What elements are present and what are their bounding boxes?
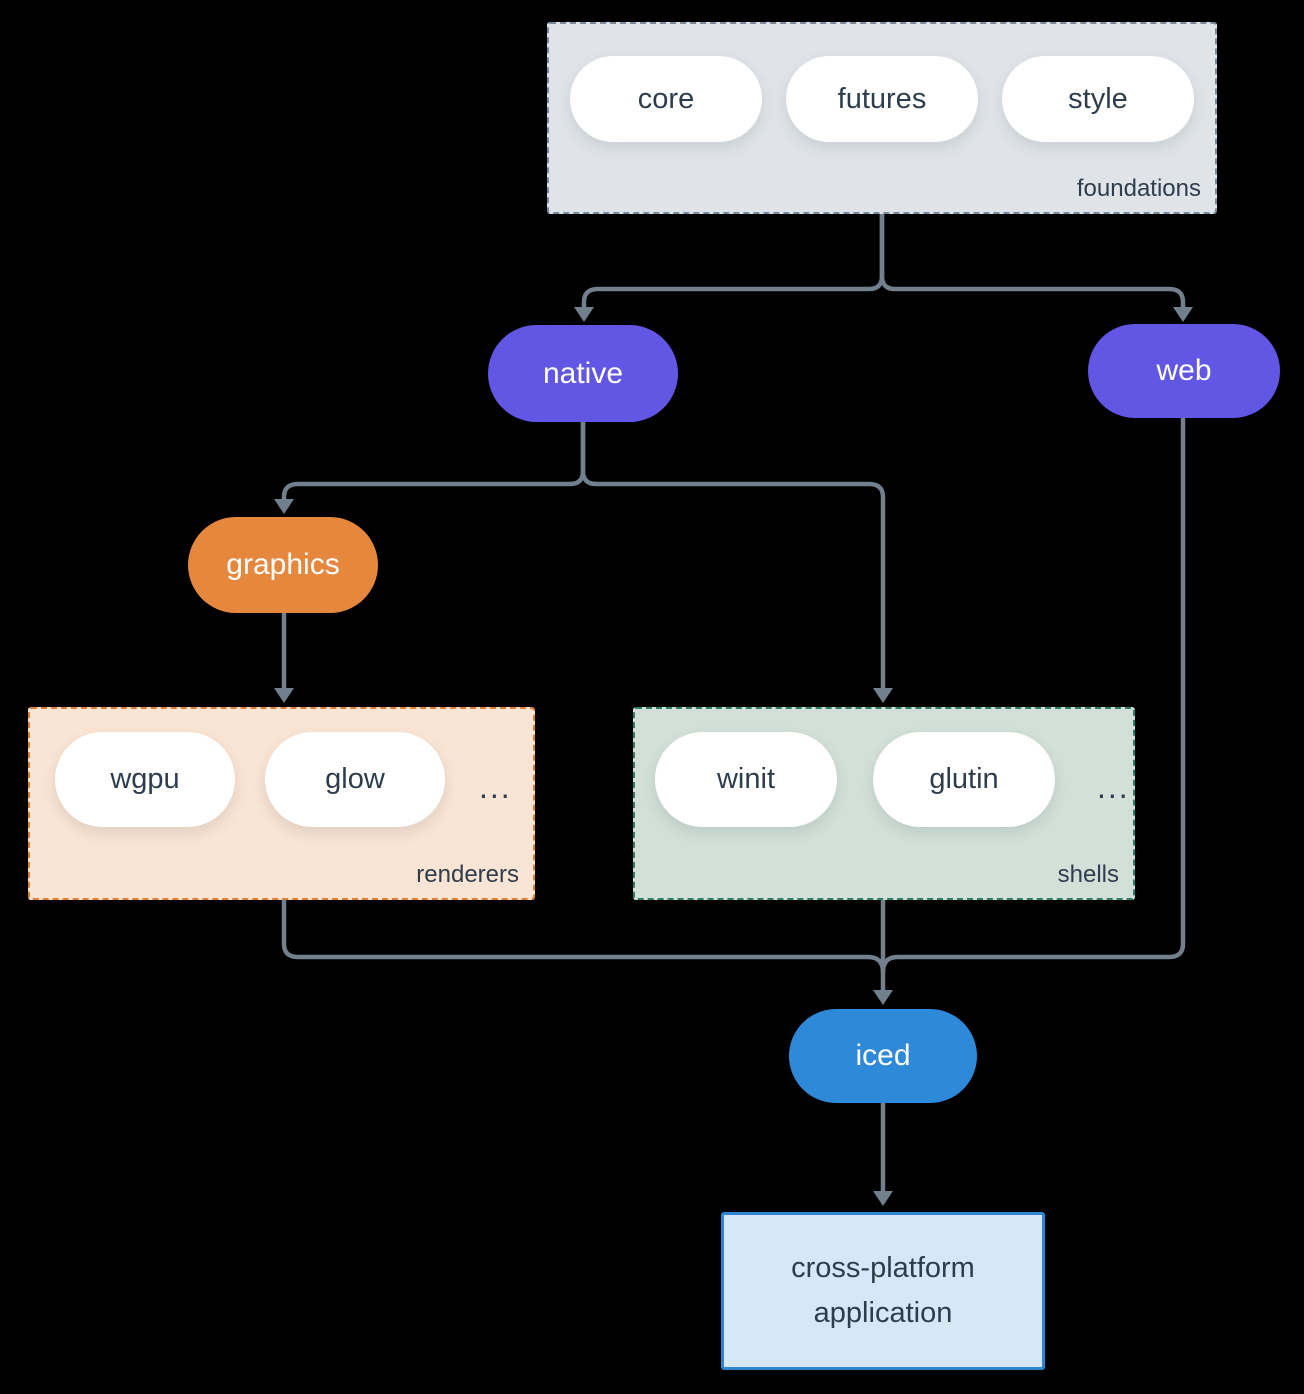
node-style: style — [1002, 56, 1194, 142]
edge-native-graphics — [281, 422, 586, 499]
app-label-line1: cross-platform — [791, 1252, 975, 1284]
renderers-label: renderers — [416, 861, 519, 888]
node-native: native — [488, 325, 678, 422]
edge-native-shells — [580, 422, 886, 688]
edge-foundations-web — [879, 214, 1186, 307]
edge-foundations-native — [581, 214, 885, 307]
arrowhead-native — [574, 307, 594, 322]
node-glutin: glutin — [873, 732, 1055, 827]
node-cross-platform-application: cross-platform application — [721, 1212, 1045, 1370]
arrowhead-iced — [873, 990, 893, 1005]
node-graphics: graphics — [188, 517, 378, 613]
node-glow: glow — [265, 732, 445, 827]
shells-ellipsis: ... — [1097, 769, 1130, 805]
node-iced: iced — [789, 1009, 977, 1103]
foundations-pill-row: core futures style — [549, 24, 1215, 142]
node-futures: futures — [786, 56, 978, 142]
foundations-label: foundations — [1076, 175, 1201, 202]
arrowhead-shells — [873, 688, 893, 703]
arrowhead-web — [1173, 307, 1193, 322]
shells-group: winit glutin ... shells — [633, 707, 1135, 900]
shells-pill-row: winit glutin ... — [635, 709, 1133, 827]
shells-label: shells — [1057, 861, 1119, 888]
foundations-group: core futures style foundations — [547, 22, 1217, 214]
node-winit: winit — [655, 732, 837, 827]
node-wgpu: wgpu — [55, 732, 235, 827]
arrowhead-app — [873, 1191, 893, 1206]
app-label-line2: application — [813, 1297, 953, 1329]
renderers-group: wgpu glow ... renderers — [28, 707, 535, 900]
edge-renderers-iced — [281, 900, 886, 973]
arrowhead-graphics — [274, 499, 294, 514]
renderers-ellipsis: ... — [479, 769, 512, 805]
node-core: core — [570, 56, 762, 142]
arrowhead-renderers — [274, 688, 294, 703]
renderers-pill-row: wgpu glow ... — [30, 709, 533, 827]
node-web: web — [1088, 324, 1280, 418]
